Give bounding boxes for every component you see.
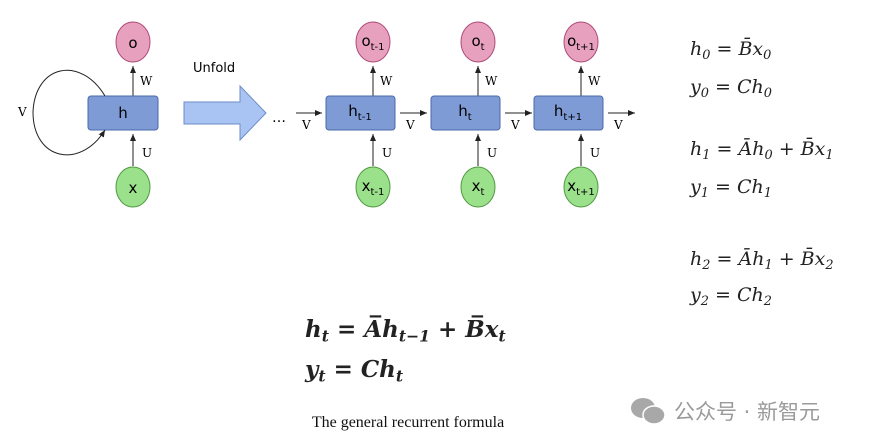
sequence-formula: y0 = Ch0 — [690, 76, 772, 101]
w-label: W — [588, 74, 601, 88]
hidden-node — [325, 95, 396, 131]
unfold-arrow-icon — [183, 84, 267, 142]
u-label: U — [382, 146, 392, 160]
sequence-formula: h1 = Āh0 + B̄x1 — [690, 138, 834, 163]
output-node-label: ot — [471, 32, 484, 53]
sequence-formula: h2 = Āh1 + B̄x2 — [690, 248, 834, 273]
output-node — [563, 21, 599, 63]
caption: The general recurrent formula — [311, 414, 505, 431]
input-node — [355, 166, 391, 208]
output-node — [115, 21, 151, 63]
u-label: U — [487, 146, 497, 160]
sequence-formula: y2 = Ch2 — [690, 284, 772, 309]
v-label: V — [613, 118, 623, 132]
input-node — [563, 166, 599, 208]
output-node-label: ot+1 — [567, 32, 595, 53]
v-label: V — [510, 118, 520, 132]
hidden-node-label: h — [118, 104, 128, 122]
input-node-label: xt-1 — [362, 177, 385, 198]
output-node-label: ot-1 — [361, 32, 384, 53]
hidden-node — [430, 95, 501, 131]
output-node-label: o — [128, 34, 137, 52]
hidden-node — [533, 95, 604, 131]
input-node — [115, 166, 151, 208]
unfold-label: Unfold — [193, 61, 235, 76]
input-node-label: xt — [472, 177, 485, 198]
hidden-node — [87, 95, 159, 131]
ellipsis: … — [272, 110, 286, 126]
recurrent-loop — [32, 69, 106, 156]
w-label: W — [380, 74, 393, 88]
input-node-label: xt+1 — [567, 177, 595, 198]
output-node — [460, 21, 496, 63]
sequence-formula: y1 = Ch1 — [690, 176, 772, 201]
w-label: W — [485, 74, 498, 88]
u-label: U — [590, 146, 600, 160]
v-label: V — [301, 118, 311, 132]
u-label: U — [142, 146, 152, 160]
sequence-formula: h0 = B̄x0 — [690, 38, 772, 63]
v-label: V — [405, 118, 415, 132]
general-formula-line: yt = Cht — [305, 356, 404, 386]
w-label: W — [140, 74, 153, 88]
hidden-node-label: ht — [458, 102, 472, 123]
wechat-icon — [631, 398, 666, 425]
input-node — [460, 166, 496, 208]
input-node-label: x — [129, 179, 138, 197]
watermark-text: 公众号 · 新智元 — [674, 400, 821, 424]
hidden-node-label: ht+1 — [554, 102, 582, 123]
v-label: V — [17, 105, 27, 119]
general-formula-line: ht = A̅ht−1 + B̅xt — [305, 316, 506, 346]
watermark: 公众号 · 新智元 — [630, 396, 820, 426]
output-node — [355, 21, 391, 63]
hidden-node-label: ht-1 — [348, 102, 371, 123]
